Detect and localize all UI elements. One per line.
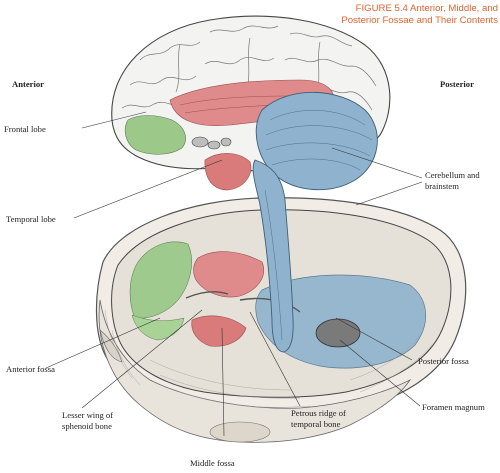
lesser-wing-label-line-1: Lesser wing of xyxy=(62,410,114,420)
foramen-magnum-label: Foramen magnum xyxy=(422,402,485,412)
frontal-lobe-label: Frontal lobe xyxy=(4,124,46,134)
figure-title: FIGURE 5.4 Anterior, Middle, and Posteri… xyxy=(320,3,498,26)
figure-title-line-1: FIGURE 5.4 Anterior, Middle, and xyxy=(355,3,498,14)
foramen-magnum-opening xyxy=(315,318,361,348)
figure-title-line-2: Posterior Fossae and Their Contents xyxy=(341,14,498,26)
posterior-fossa-label: Posterior fossa xyxy=(418,356,469,366)
middle-fossa-region xyxy=(193,251,264,298)
petrous-ridge-label-line-1: Petrous ridge of xyxy=(291,408,346,418)
anterior-orientation-label: Anterior xyxy=(12,79,44,89)
middle-fossa-label: Middle fossa xyxy=(190,458,235,468)
brainstem xyxy=(252,159,294,353)
cerebellum-region xyxy=(255,91,378,191)
cerebellum-brainstem-label: Cerebellum and brainstem xyxy=(425,170,480,191)
lesser-wing-label-line-2: sphenoid bone xyxy=(62,420,112,431)
cerebellum-label-line-2: brainstem xyxy=(425,180,459,191)
anterior-fossa-label: Anterior fossa xyxy=(6,364,55,374)
anterior-fossa-region xyxy=(129,241,192,319)
lesser-wing-label: Lesser wing of sphenoid bone xyxy=(62,410,113,431)
petrous-ridge-label-line-2: temporal bone xyxy=(291,418,341,429)
frontal-lobe-region xyxy=(124,115,186,155)
brain xyxy=(111,15,391,353)
cerebellum-label-line-1: Cerebellum and xyxy=(425,170,480,180)
temporal-lobe-label: Temporal lobe xyxy=(6,214,56,224)
petrous-ridge-label: Petrous ridge of temporal bone xyxy=(291,408,346,429)
posterior-orientation-label: Posterior xyxy=(440,79,474,89)
leader-lines xyxy=(45,111,423,437)
